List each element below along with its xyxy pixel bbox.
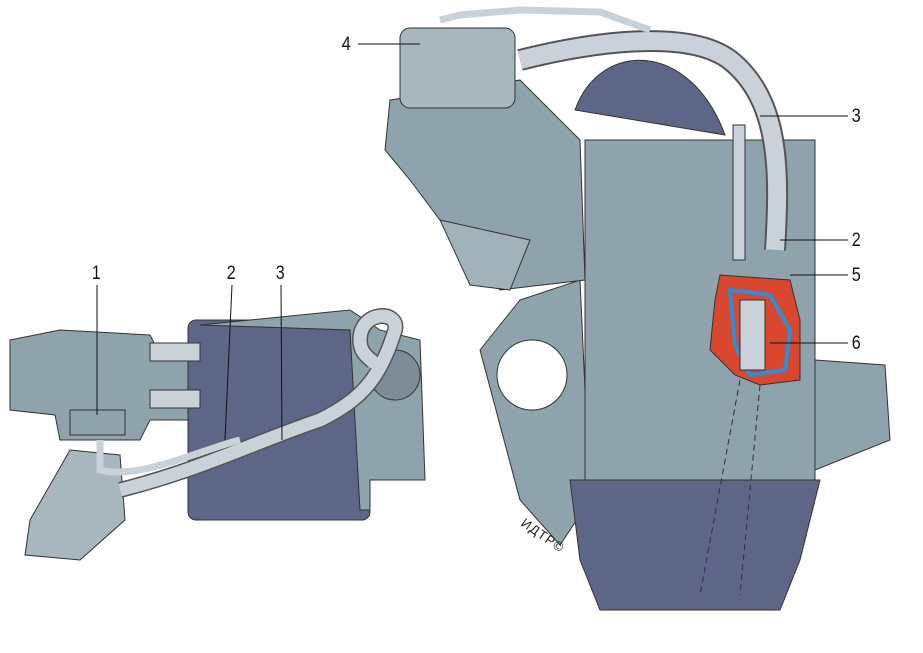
left-engine-view (9, 308, 426, 561)
leader-lines (96, 43, 848, 441)
right-engine-view (384, 6, 891, 611)
callout-right-2: 2 (851, 230, 861, 251)
right-oil-pan (569, 479, 821, 611)
callout-right-6: 6 (851, 333, 861, 354)
callout-left-2: 2 (226, 263, 236, 284)
right-intake-manifold (384, 79, 586, 291)
callout-right-5: 5 (851, 265, 861, 286)
left-block (187, 319, 371, 521)
callout-right-4: 4 (341, 34, 351, 55)
left-hose-2 (96, 436, 241, 476)
right-hose-2 (439, 6, 652, 34)
right-air-filter (399, 27, 516, 109)
callout-right-3: 3 (851, 106, 861, 127)
callout-left-1: 1 (91, 263, 101, 284)
right-block-top (574, 59, 726, 136)
callout-left-3: 3 (275, 263, 285, 284)
left-intake-duct (24, 449, 126, 561)
